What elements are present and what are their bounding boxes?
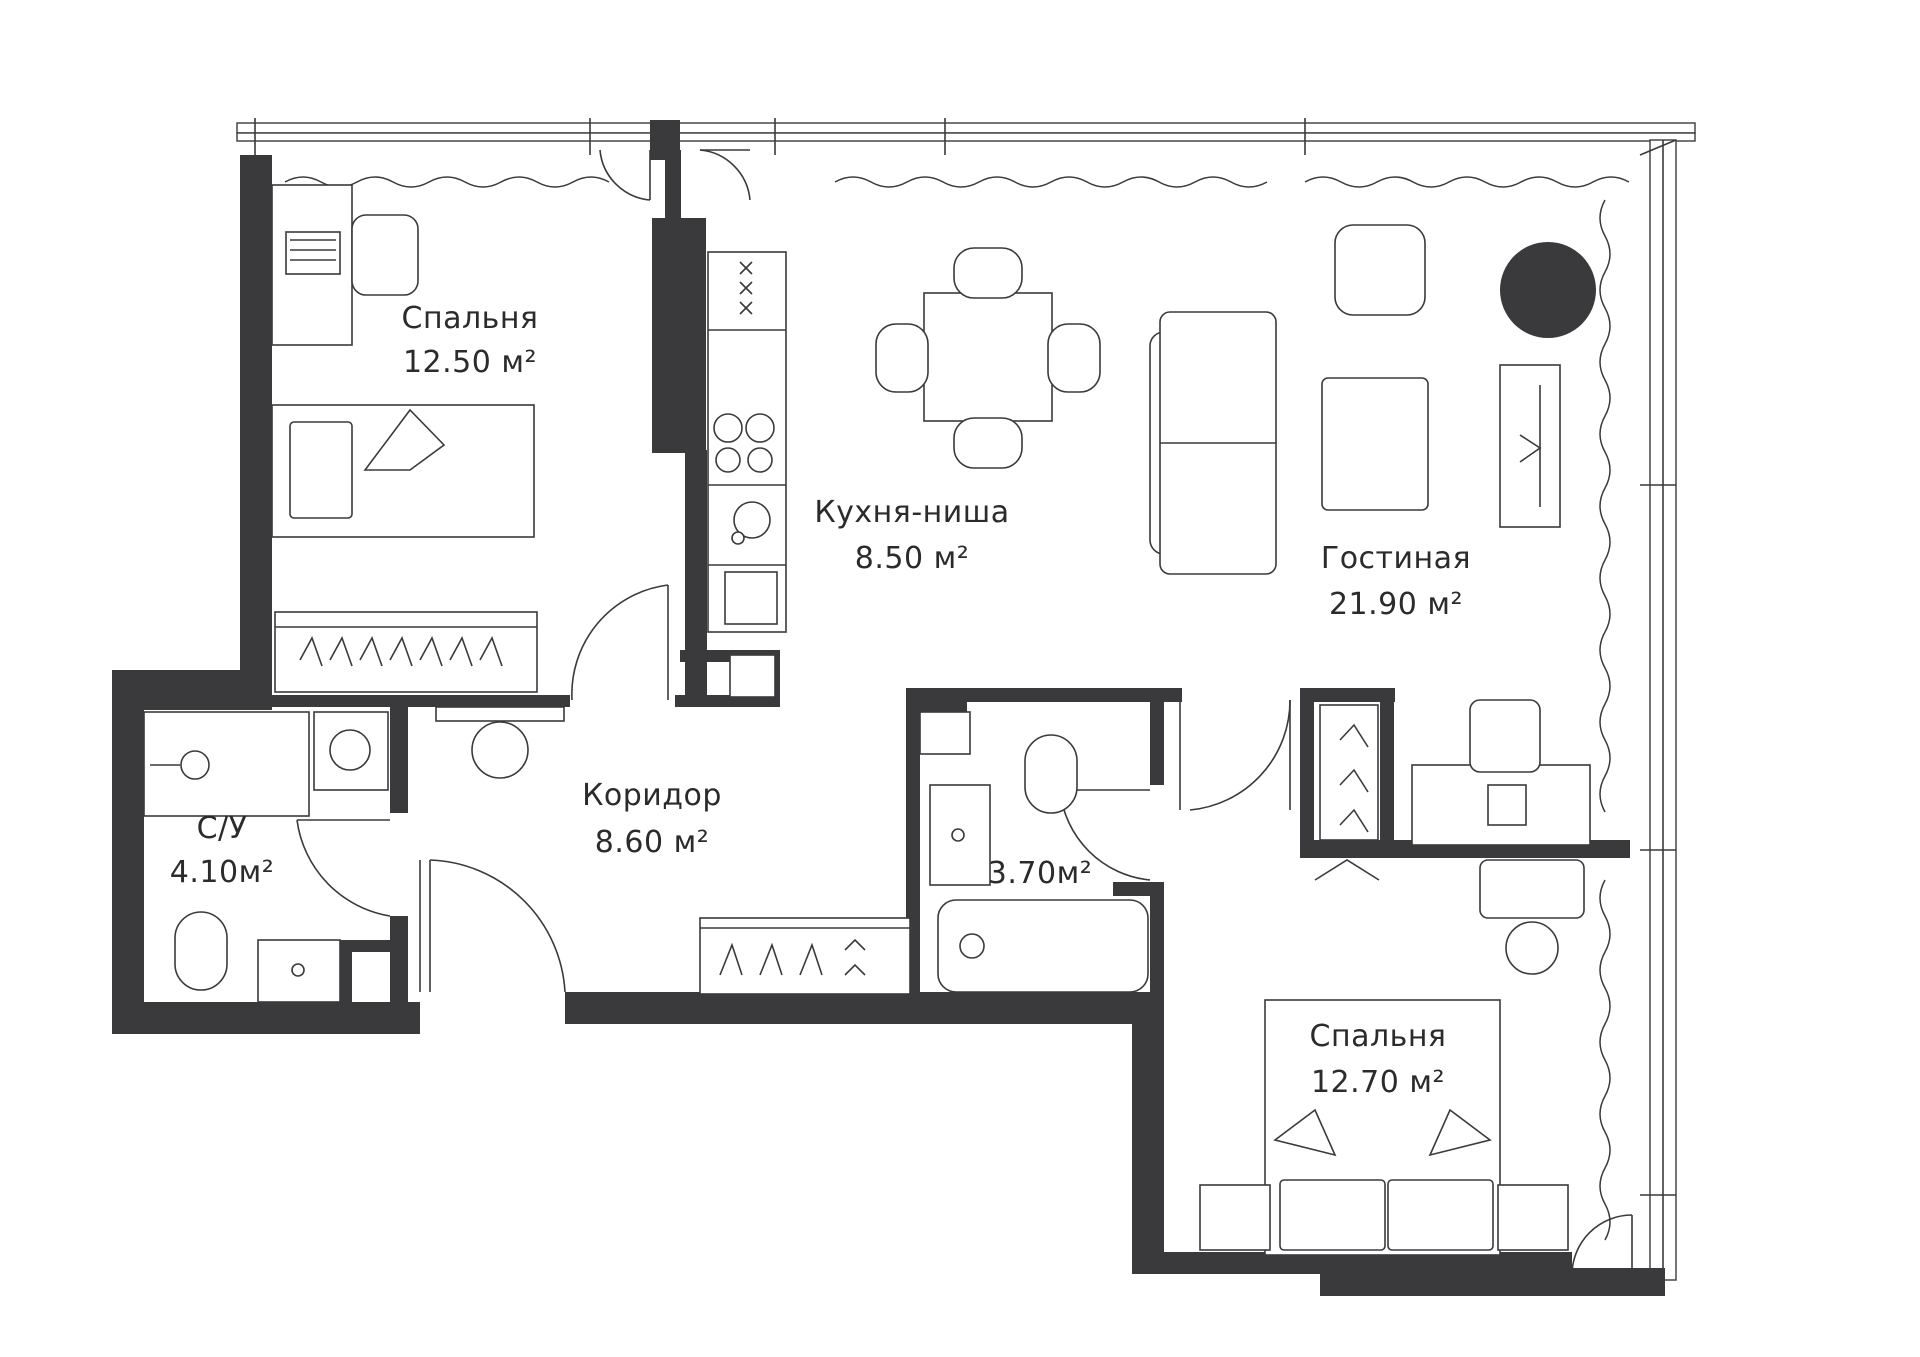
room-area-bedroom-1: 12.50 м² <box>403 345 537 380</box>
room-area-wc-2: 3.70м² <box>988 856 1092 891</box>
room-name-wc-1: С/У <box>197 811 248 846</box>
room-area-corridor: 8.60 м² <box>595 825 710 860</box>
wc-1-fixtures <box>143 711 389 1003</box>
living-furniture <box>1149 224 1596 975</box>
bedroom-2-furniture <box>1199 999 1569 1256</box>
room-name-kitchen: Кухня-ниша <box>814 495 1009 530</box>
room-area-living: 21.90 м² <box>1329 587 1463 622</box>
room-name-living: Гостиная <box>1321 541 1471 576</box>
kitchen-furniture <box>707 251 787 698</box>
dining-set <box>875 247 1101 469</box>
round-table <box>1500 242 1596 338</box>
doors <box>296 149 1633 1276</box>
room-area-bedroom-2: 12.70 м² <box>1311 1065 1445 1100</box>
curtains <box>284 176 1630 1241</box>
bedroom-1-furniture <box>271 184 538 693</box>
room-area-wc-1: 4.10м² <box>170 855 274 890</box>
room-name-bedroom-2: Спальня <box>1310 1019 1447 1054</box>
wc-2-fixtures <box>919 711 1149 993</box>
room-area-kitchen: 8.50 м² <box>855 541 970 576</box>
room-name-bedroom-1: Спальня <box>402 301 539 336</box>
walls <box>112 120 1665 1296</box>
room-labels: Спальня 12.50 м² Кухня-ниша 8.50 м² Гост… <box>170 301 1471 1100</box>
corridor-furniture <box>435 706 911 995</box>
room-name-corridor: Коридор <box>582 778 722 813</box>
